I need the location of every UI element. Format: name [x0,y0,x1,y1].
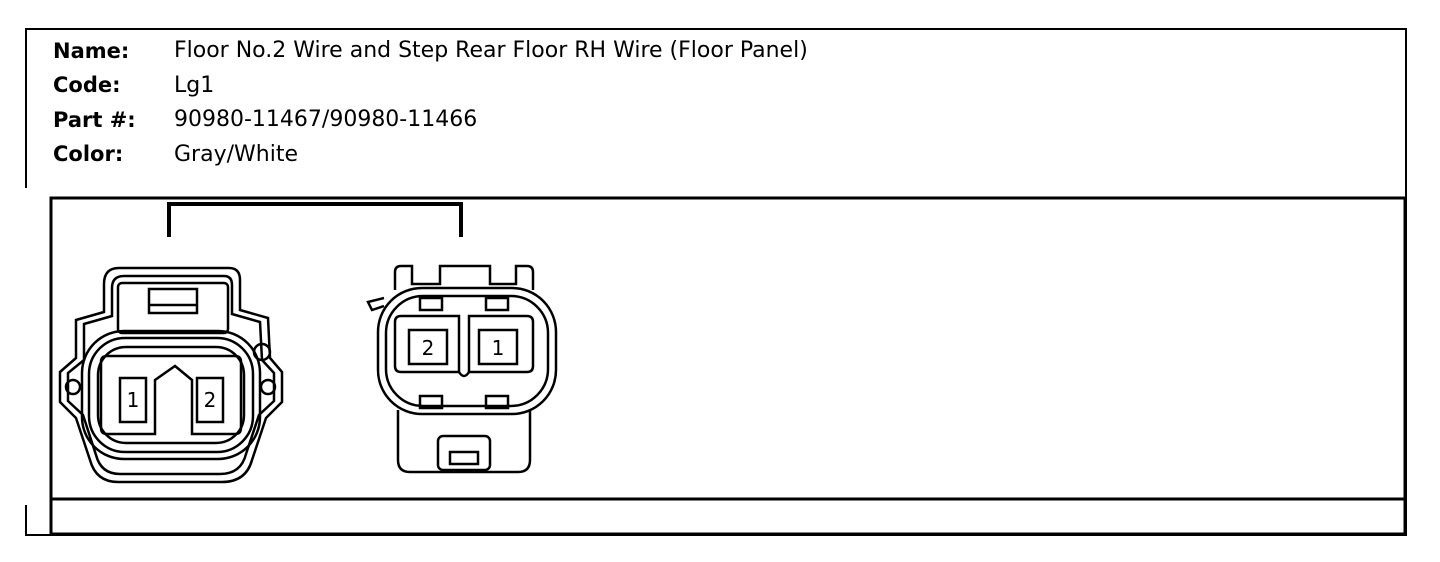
code-label: Code: [53,73,121,98]
left-latch-frame [116,281,230,335]
code-value: Lg1 [174,72,215,98]
left-pin-2-label: 2 [204,388,217,412]
right-cavity-right [467,314,535,374]
info-row-code: Code: Lg1 [53,69,808,104]
left-pin-1-label: 1 [127,388,140,412]
right-connector [366,264,558,474]
left-pin-1 [118,376,148,424]
right-side-ear [366,296,385,312]
left-face-outline-2 [87,336,255,454]
frame-left-edge-top [25,28,27,188]
left-connector [58,266,284,484]
right-lower-tab [436,434,492,472]
info-row-color: Color: Gray/White [53,138,808,173]
right-pin-1-label: 1 [492,336,505,360]
color-value: Gray/White [174,141,298,167]
info-row-name: Name: Floor No.2 Wire and Step Rear Floo… [53,34,808,69]
mating-bracket [167,202,463,237]
part-number-value: 90980-11467/90980-11466 [174,107,478,133]
left-pin-2 [195,376,225,424]
left-side-hole-left [64,378,82,396]
right-tab-top-right [484,296,510,312]
part-number-label: Part #: [53,107,136,132]
right-tab-top-left [418,296,444,312]
left-face-outline-1 [80,329,262,461]
left-housing-outer [58,266,284,484]
diagram-inner-box [49,196,1407,536]
info-row-part: Part #: 90980-11467/90980-11466 [53,103,808,138]
frame-left-edge-bottom [25,505,27,536]
right-face-inner [384,294,550,408]
right-pin-1 [477,328,519,366]
name-value: Floor No.2 Wire and Step Rear Floor RH W… [174,38,808,64]
name-label: Name: [53,38,130,63]
color-label: Color: [53,142,124,167]
right-lower-body [396,410,532,474]
right-cavity-left [393,314,461,374]
right-lower-slot [448,450,480,466]
left-latch-tab [147,287,199,315]
right-face-outer [376,286,558,416]
right-pin-2-label: 2 [422,336,435,360]
right-pin-2 [407,328,449,366]
left-housing-inner [66,274,276,476]
left-cavity-area [99,354,243,436]
right-tab-bottom-left [418,394,444,410]
right-top-tabs [393,264,535,290]
right-cavity-bridge [457,371,471,378]
right-tab-bottom-right [484,394,510,410]
left-face-outline-3 [96,345,246,445]
connector-info-block: Name: Floor No.2 Wire and Step Rear Floo… [53,34,808,172]
